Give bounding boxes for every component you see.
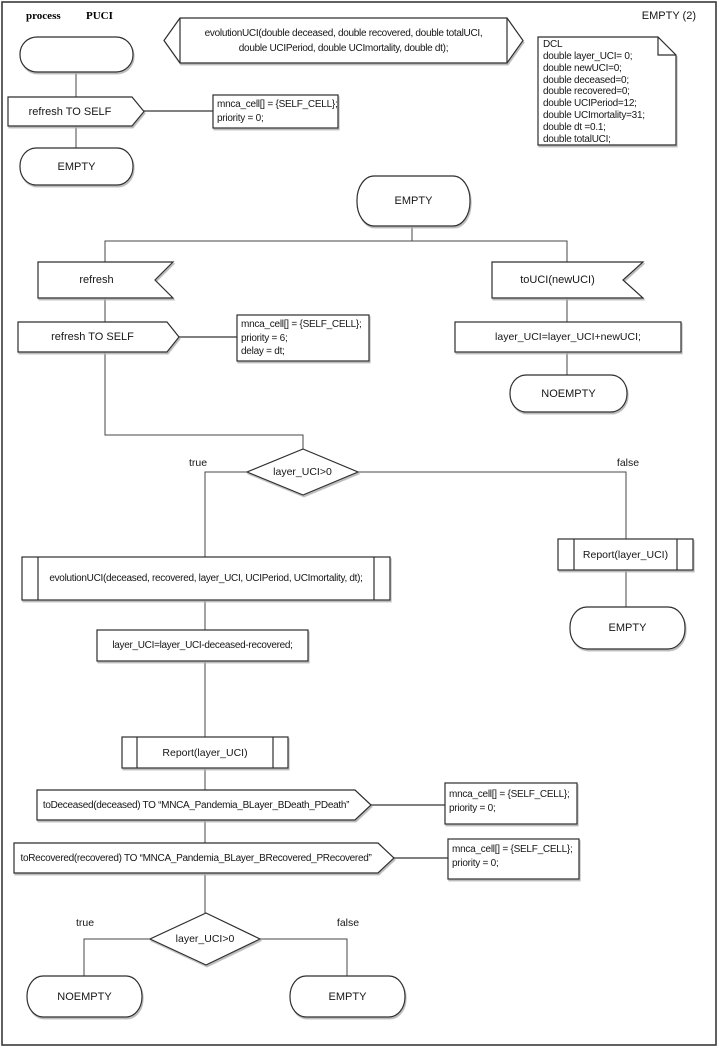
state-empty-start-label: EMPTY [394, 195, 433, 207]
start-state-shape[interactable] [19, 36, 134, 73]
comment-text: mnca_cell[] = {SELF_CELL}; priority = 0; [452, 843, 573, 870]
comment-text: mnca_cell[] = {SELF_CELL}; priority = 6;… [241, 318, 362, 359]
node-shapes [7, 17, 694, 1018]
comment-line: mnca_cell[] = {SELF_CELL}; [217, 99, 338, 110]
output-torecovered-shape[interactable] [13, 842, 395, 874]
procedure-report-shape[interactable] [121, 736, 289, 769]
comment-text: mnca_cell[] = {SELF_CELL}; priority = 0; [217, 98, 338, 125]
connector-false-branch [358, 471, 627, 539]
state-empty-label: EMPTY [57, 160, 96, 173]
comment-line: priority = 6; [241, 332, 288, 344]
task-sub-shape[interactable] [96, 629, 309, 662]
state-empty-start-shape[interactable] [356, 175, 471, 227]
dcl-note-shape[interactable] [537, 36, 677, 146]
connector [104, 240, 568, 262]
task-add-label: layer_UCI=layer_UCI+newUCI; [495, 331, 641, 343]
dcl-line: double layer_UCI= 0; [543, 50, 633, 62]
comment-connectors [144, 110, 448, 859]
procedure-declaration-text: evolutionUCI(double deceased, double rec… [164, 18, 523, 63]
comment-line: priority = 0; [449, 802, 496, 814]
declaration-line: double UCIPeriod, double UCImortality, d… [238, 42, 449, 54]
comment-line: mnca_cell[] = {SELF_CELL}; [452, 844, 573, 855]
comment-box[interactable] [212, 94, 339, 129]
dcl-line: double recovered=0; [543, 86, 630, 98]
procedure-evolution-shape[interactable] [21, 556, 391, 601]
state-noempty-label: NOEMPTY [541, 387, 596, 400]
connector-false-branch [260, 938, 348, 976]
comment-line: mnca_cell[] = {SELF_CELL}; [241, 319, 362, 330]
comment-line: delay = dt; [241, 346, 285, 357]
dcl-line: double UCImortality=31; [543, 110, 645, 122]
output-todeceased-shape[interactable] [36, 789, 372, 821]
connector [104, 352, 304, 449]
dcl-line: double dt =0.1; [543, 121, 606, 133]
input-refresh-shape[interactable] [37, 261, 175, 299]
procedure-report-shape[interactable] [557, 538, 694, 571]
dcl-line: DCL [543, 39, 563, 50]
dcl-line: double newUCI=0; [543, 62, 622, 74]
comment-line: priority = 0; [217, 112, 264, 124]
state-empty-false-label: EMPTY [608, 622, 647, 634]
state-noempty-end-label: NOEMPTY [57, 990, 112, 1003]
decision1-shape[interactable] [245, 448, 360, 496]
state-empty-end-label: EMPTY [328, 990, 367, 1003]
dcl-line: double UCIPeriod=12; [543, 98, 637, 110]
task-add-shape[interactable] [454, 321, 682, 353]
comment-box[interactable] [447, 838, 580, 880]
input-touci-label: toUCI(newUCI) [520, 274, 595, 286]
declaration-line: evolutionUCI(double deceased, double rec… [204, 27, 483, 39]
comment-box[interactable] [236, 314, 370, 362]
procedure-evolution-label: evolutionUCI(deceased, recovered, layer_… [49, 573, 363, 584]
flow-connectors [75, 72, 627, 976]
dcl-line: double totalUCI; [543, 133, 611, 145]
output-todeceased-label: toDeceased(deceased) TO “MNCA_Pandemia_B… [42, 799, 350, 811]
procedure-report-label: Report(layer_UCI) [162, 746, 248, 759]
state-empty-shape[interactable] [19, 147, 134, 186]
input-touci-shape[interactable] [491, 261, 645, 299]
comment-text: mnca_cell[] = {SELF_CELL}; priority = 0; [449, 788, 570, 815]
decision2-condition: layer_UCI>0 [175, 933, 235, 945]
decision1-false-label: false [616, 457, 640, 469]
dcl-note-text: DCL double layer_UCI= 0; double newUCI=0… [543, 39, 673, 146]
dcl-note-fold [657, 37, 676, 56]
state-noempty-end-shape[interactable] [26, 975, 143, 1018]
state-empty-false-shape[interactable] [569, 606, 686, 650]
output-refresh-to-self-label: refresh TO SELF [28, 105, 112, 118]
output-refresh-to-self-shape[interactable] [17, 321, 180, 353]
comment-line: priority = 0; [452, 857, 499, 869]
decision1-true-label: true [188, 457, 208, 469]
decision2-true-label: true [75, 917, 95, 929]
process-name-label: PUCI [86, 10, 113, 22]
output-torecovered-label: toRecovered(recovered) TO “MNCA_Pandemia… [20, 852, 372, 864]
state-noempty-shape[interactable] [509, 374, 628, 413]
comment-box[interactable] [444, 782, 578, 825]
task-sub-label: layer_UCI=layer_UCI-deceased-recovered; [112, 640, 293, 651]
decision1-condition: layer_UCI>0 [273, 466, 332, 478]
connector-true-branch [204, 471, 247, 557]
state-empty-end-shape[interactable] [289, 975, 406, 1018]
decision2-false-label: false [336, 917, 360, 929]
input-refresh-label: refresh [79, 274, 114, 286]
process-keyword-label: process [26, 10, 61, 22]
procedure-report-label: Report(layer_UCI) [582, 548, 669, 561]
dcl-line: double deceased=0; [543, 74, 629, 86]
decision2-shape[interactable] [148, 912, 262, 966]
connector-true-branch [83, 938, 150, 976]
output-refresh-to-self-shape[interactable] [7, 96, 145, 127]
output-refresh-to-self-label: refresh TO SELF [51, 331, 134, 343]
comment-line: mnca_cell[] = {SELF_CELL}; [449, 789, 570, 800]
page-label: EMPTY (2) [641, 10, 696, 22]
